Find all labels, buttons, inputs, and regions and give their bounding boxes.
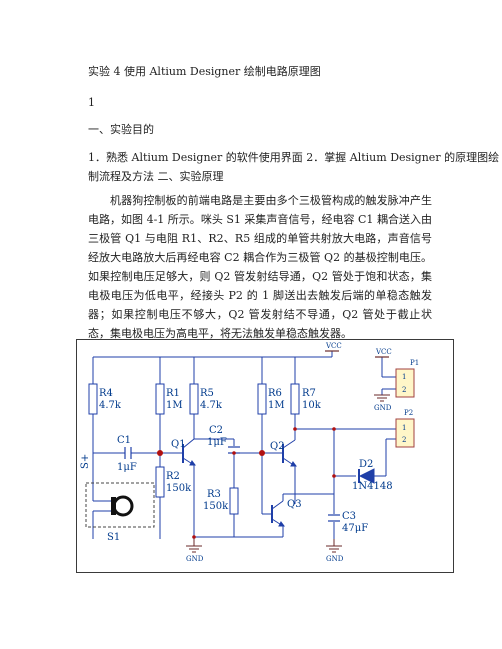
connector-p2: 1 2 (395, 418, 415, 448)
junction-node (192, 535, 196, 539)
r6-value: 1M (268, 400, 285, 411)
diode-d2 (358, 468, 375, 484)
section-heading-objectives: 一、实验目的 (88, 123, 154, 136)
r3-label: R3 (207, 489, 221, 500)
svg-text:1: 1 (402, 424, 406, 432)
d2-label: D2 (359, 459, 373, 470)
svg-text:2: 2 (402, 436, 406, 444)
resistor-r1 (155, 383, 165, 415)
resistor-r5 (189, 383, 199, 415)
r4-value: 4.7k (99, 400, 122, 411)
r6-label: R6 (268, 388, 282, 399)
junction-node (332, 474, 336, 478)
gnd-label: GND (186, 555, 204, 563)
r7-value: 10k (302, 400, 322, 411)
c1-label: C1 (117, 435, 131, 446)
c2-value: 1μF (207, 437, 227, 448)
capacitors (124, 446, 340, 522)
s1-label: S1 (107, 532, 120, 543)
q3-label: Q3 (287, 499, 302, 510)
junction-node (259, 450, 265, 456)
resistor-r4 (88, 383, 98, 415)
schematic-frame (76, 339, 454, 573)
junction-nodes (157, 427, 336, 539)
r4-label: R4 (99, 388, 113, 399)
microphone-s1 (85, 482, 155, 528)
p2-label: P2 (404, 409, 413, 417)
c2-label: C2 (209, 425, 223, 436)
wires (92, 351, 396, 539)
junction-node (157, 450, 163, 456)
gnd-label: GND (374, 404, 392, 412)
resistor-r6 (257, 383, 267, 415)
junction-node (332, 427, 336, 431)
transistor-q2 (282, 439, 297, 467)
d2-value: 1N4148 (352, 481, 393, 492)
resistor-r2 (155, 466, 165, 498)
r3-value: 150k (203, 501, 229, 512)
ground-symbols (186, 394, 390, 553)
resistor-r3 (229, 487, 239, 515)
component-labels: R4 4.7k R1 1M R5 4.7k R6 1M R7 10k R2 15… (80, 342, 419, 563)
gnd-label: GND (326, 555, 344, 563)
c3-label: C3 (342, 511, 356, 522)
r5-label: R5 (200, 388, 214, 399)
q1-label: Q1 (171, 439, 186, 450)
r1-label: R1 (166, 388, 180, 399)
principle-paragraph: 机器狗控制板的前端电路是主要由多个三极管构成的触发脉冲产生电路，如图 4-1 所… (88, 194, 432, 340)
junction-node (232, 451, 236, 455)
connector-p1: 1 2 (395, 368, 415, 398)
r2-label: R2 (166, 471, 180, 482)
page-number: 1 (88, 96, 95, 109)
c1-value: 1μF (117, 462, 137, 473)
transistor-q3 (271, 500, 285, 527)
vcc-symbols (325, 350, 389, 358)
q2-label: Q2 (270, 441, 285, 452)
junction-node (293, 427, 297, 431)
svg-text:1: 1 (402, 373, 406, 381)
s1-pin-label: S+ (80, 454, 91, 469)
resistor-r7 (290, 383, 300, 415)
objectives-line-2: 制流程及方法 二、实验原理 (88, 170, 224, 183)
c3-value: 47μF (342, 523, 368, 534)
vcc-label: VCC (375, 348, 392, 356)
r7-label: R7 (302, 388, 316, 399)
vcc-label: VCC (325, 342, 342, 350)
objectives-line-1: 1．熟悉 Altium Designer 的软件使用界面 2．掌握 Altium… (88, 151, 500, 164)
r5-value: 4.7k (200, 400, 223, 411)
r2-value: 150k (166, 483, 192, 494)
circuit-schematic: 1 2 1 2 R4 4.7k R1 1M R5 4.7k R6 1M R7 1… (76, 339, 454, 573)
svg-text:2: 2 (402, 386, 406, 394)
r1-value: 1M (166, 400, 183, 411)
resistor-bodies (88, 383, 300, 515)
p1-label: P1 (410, 359, 419, 367)
transistor-q1 (182, 438, 196, 466)
doc-title: 实验 4 使用 Altium Designer 绘制电路原理图 (88, 65, 321, 78)
